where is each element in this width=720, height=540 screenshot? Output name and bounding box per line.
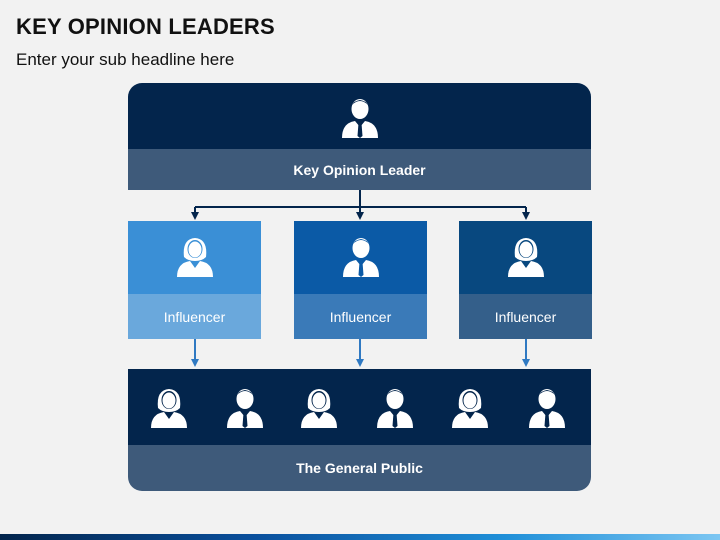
footer-accent-strip	[0, 534, 720, 540]
woman-icon	[151, 389, 187, 428]
influencer-1-icon-panel	[128, 221, 261, 294]
woman-icon	[508, 238, 544, 277]
influencer-3-icon-panel	[459, 221, 592, 294]
woman-icon	[452, 389, 488, 428]
woman-icon	[177, 238, 213, 277]
public-icon-panel	[128, 369, 591, 445]
leader-to-influencers-connector	[191, 190, 530, 220]
man-icon	[529, 389, 565, 428]
influencer-3-label: Influencer	[459, 294, 592, 339]
influencers-to-public-arrows	[191, 339, 530, 367]
leader-label: Key Opinion Leader	[128, 149, 591, 190]
man-icon	[342, 99, 378, 138]
public-label: The General Public	[128, 445, 591, 491]
influencer-2-label: Influencer	[294, 294, 427, 339]
page-title: KEY OPINION LEADERS	[16, 14, 275, 39]
man-icon	[343, 238, 379, 277]
woman-icon	[301, 389, 337, 428]
influencer-2-icon-panel	[294, 221, 427, 294]
man-icon	[377, 389, 413, 428]
page-subtitle: Enter your sub headline here	[16, 50, 235, 69]
man-icon	[227, 389, 263, 428]
influencer-1-label: Influencer	[128, 294, 261, 339]
leader-icon-panel	[128, 83, 591, 149]
